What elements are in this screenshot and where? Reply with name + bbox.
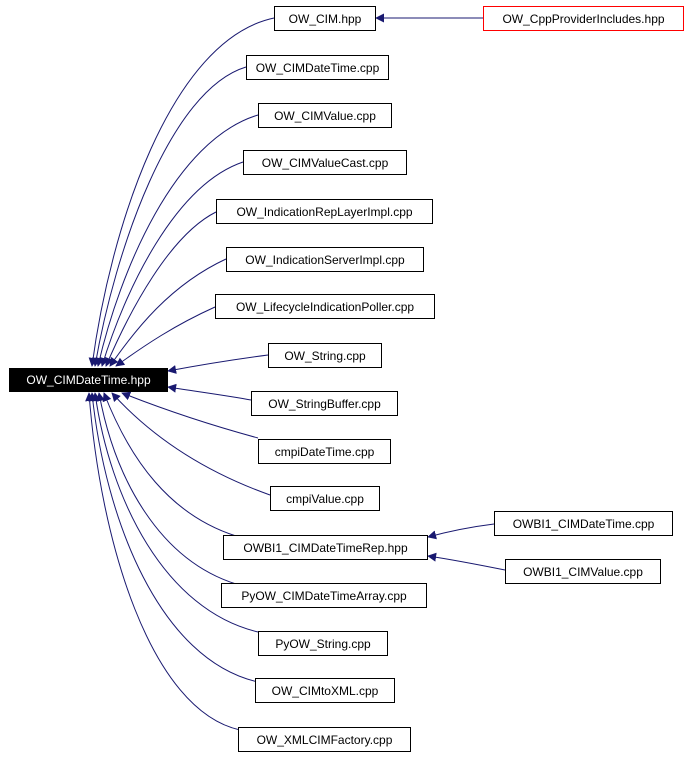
node-owbi1-cimdatetimerep-hpp[interactable]: OWBI1_CIMDateTimeRep.hpp	[223, 535, 428, 560]
node-ow-cimdatetime-cpp[interactable]: OW_CIMDateTime.cpp	[246, 55, 389, 80]
edge-string-buffer-cpp	[167, 383, 252, 401]
edge-indication-rep-layer-cpp	[105, 211, 217, 367]
edge-indication-server-cpp	[109, 258, 227, 367]
edge-owbi1-rep-hpp	[102, 392, 237, 537]
node-cmpivalue-cpp[interactable]: cmpiValue.cpp	[270, 486, 380, 511]
edge-lifecycle-poller-cpp	[115, 306, 216, 367]
node-ow-cppproviderincludes-hpp[interactable]: OW_CppProviderIncludes.hpp	[483, 6, 684, 31]
edge-cmpi-datetime-cpp	[121, 391, 259, 439]
node-cmpidatetime-cpp[interactable]: cmpiDateTime.cpp	[258, 439, 391, 464]
node-ow-stringbuffer-cpp[interactable]: OW_StringBuffer.cpp	[251, 391, 398, 416]
node-pyow-string-cpp[interactable]: PyOW_String.cpp	[258, 631, 388, 656]
node-ow-lifecycleindicationpoller-cpp[interactable]: OW_LifecycleIndicationPoller.cpp	[215, 294, 435, 319]
edge-cim-value-cast-cpp	[100, 161, 244, 367]
edge-cim-value-cpp	[95, 114, 259, 367]
edge-xml-cim-factory-cpp	[85, 392, 241, 731]
edge-cim-datetime-cpp	[91, 66, 247, 367]
node-ow-cim-hpp[interactable]: OW_CIM.hpp	[274, 6, 376, 31]
node-pyow-cimdatetimearray-cpp[interactable]: PyOW_CIMDateTimeArray.cpp	[221, 583, 427, 608]
node-ow-cimtoxml-cpp[interactable]: OW_CIMtoXML.cpp	[255, 678, 395, 703]
node-owbi1-cimvalue-cpp[interactable]: OWBI1_CIMValue.cpp	[505, 559, 661, 584]
edge-cim-to-xml-cpp	[88, 392, 259, 683]
edge-owbi1-datetime-to-rep	[427, 523, 495, 540]
node-owbi1-cimdatetime-cpp[interactable]: OWBI1_CIMDateTime.cpp	[494, 511, 673, 536]
node-ow-indicationreplayerimpl-cpp[interactable]: OW_IndicationRepLayerImpl.cpp	[216, 199, 433, 224]
edge-string-cpp	[167, 354, 269, 374]
node-ow-string-cpp[interactable]: OW_String.cpp	[268, 343, 382, 368]
node-ow-cimvaluecast-cpp[interactable]: OW_CIMValueCast.cpp	[243, 150, 407, 175]
edge-owbi1-value-to-rep	[427, 552, 506, 571]
edge-py-datetime-array-cpp	[96, 392, 237, 585]
node-ow-xmlcimfactory-cpp[interactable]: OW_XMLCIMFactory.cpp	[238, 727, 411, 752]
node-root-owcimdatetime-hpp: OW_CIMDateTime.hpp	[9, 368, 168, 392]
edge-py-string-cpp	[91, 392, 259, 633]
edge-cmpi-value-cpp	[111, 392, 271, 496]
edge-cim-hpp	[88, 17, 275, 367]
node-ow-indicationserverimpl-cpp[interactable]: OW_IndicationServerImpl.cpp	[226, 247, 424, 272]
node-ow-cimvalue-cpp[interactable]: OW_CIMValue.cpp	[258, 103, 392, 128]
